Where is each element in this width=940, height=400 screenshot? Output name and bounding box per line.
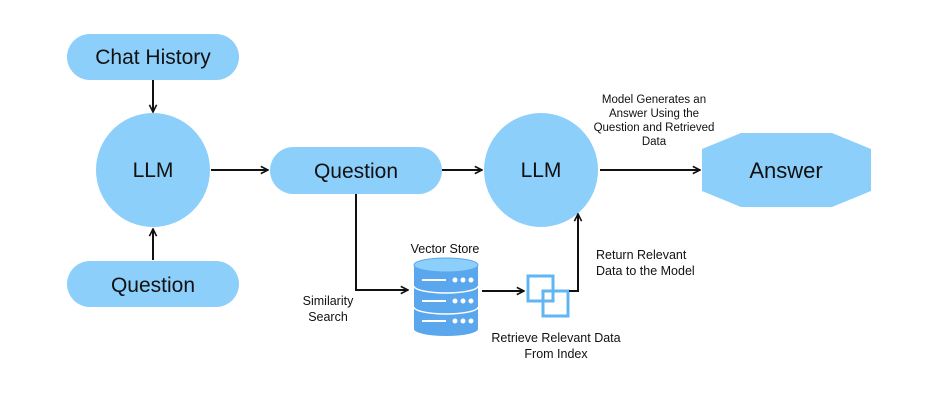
question-left-label: Question bbox=[111, 274, 195, 297]
llm-right-node: LLM bbox=[484, 113, 598, 227]
similarity-search-annotation: Similarity Search bbox=[303, 294, 354, 324]
arrow-index-to-llm bbox=[569, 214, 578, 292]
svg-text:Return Relevant: Return Relevant bbox=[596, 248, 687, 262]
vector-store-label: Vector Store bbox=[411, 242, 480, 256]
question-center-node: Question bbox=[270, 147, 442, 194]
retrieve-relevant-annotation: Retrieve Relevant Data From Index bbox=[491, 331, 620, 361]
svg-text:Search: Search bbox=[308, 310, 348, 324]
llm-left-label: LLM bbox=[133, 159, 174, 182]
llm-left-node: LLM bbox=[96, 113, 210, 227]
answer-node: Answer bbox=[702, 133, 871, 207]
svg-text:Data: Data bbox=[642, 136, 667, 148]
svg-text:Answer Using the: Answer Using the bbox=[609, 108, 699, 120]
answer-label: Answer bbox=[749, 158, 822, 183]
question-center-label: Question bbox=[314, 160, 398, 183]
chat-history-label: Chat History bbox=[95, 46, 211, 69]
database-icon bbox=[413, 257, 479, 336]
overlapping-squares-icon bbox=[526, 274, 570, 318]
svg-text:Similarity: Similarity bbox=[303, 294, 354, 308]
llm-right-label: LLM bbox=[521, 159, 562, 182]
arrow-question-to-vector-store bbox=[355, 194, 408, 290]
model-generates-annotation: Model Generates an Answer Using the Ques… bbox=[594, 94, 715, 148]
svg-text:Retrieve Relevant Data: Retrieve Relevant Data bbox=[491, 331, 620, 345]
svg-text:Question and Retrieved: Question and Retrieved bbox=[594, 122, 715, 134]
svg-text:Data to the Model: Data to the Model bbox=[596, 264, 695, 278]
svg-text:From Index: From Index bbox=[524, 347, 588, 361]
return-relevant-annotation: Return Relevant Data to the Model bbox=[596, 248, 695, 278]
svg-text:Model Generates an: Model Generates an bbox=[602, 94, 706, 106]
question-left-node: Question bbox=[67, 261, 239, 307]
chat-history-node: Chat History bbox=[67, 34, 239, 80]
